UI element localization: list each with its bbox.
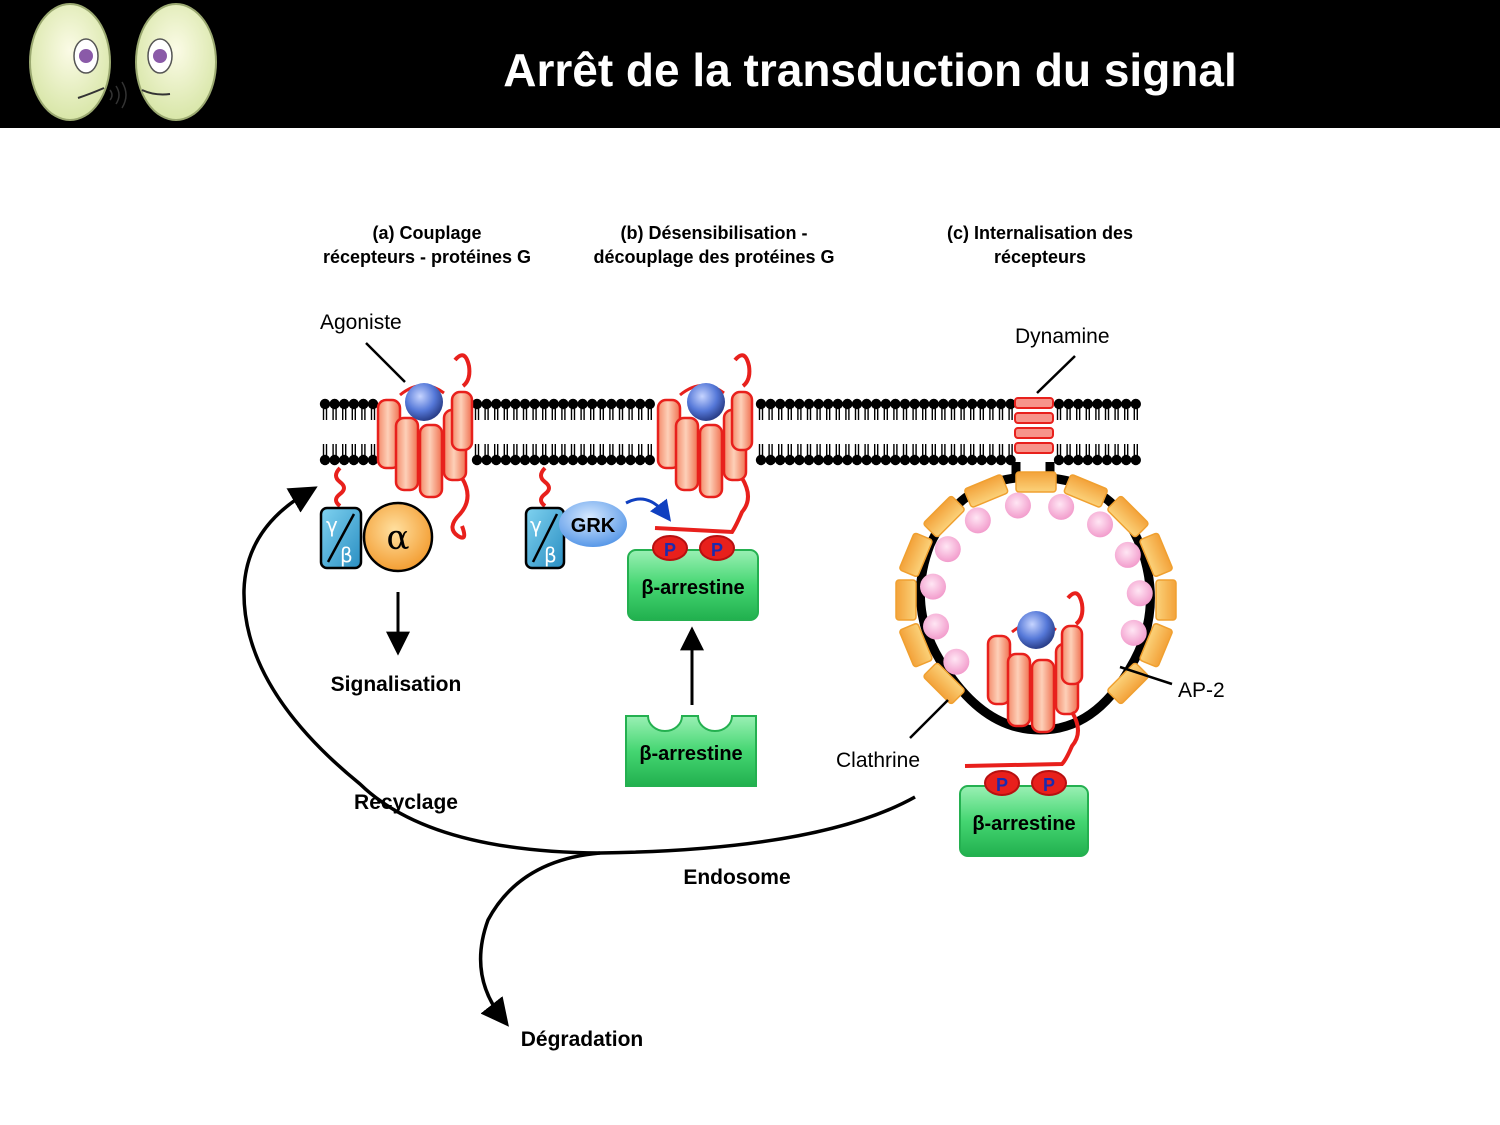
phosphate-1-c — [984, 770, 1020, 796]
page-title: Arrêt de la transduction du signal — [503, 44, 1237, 96]
grk-label: GRK — [571, 515, 616, 537]
clathrin-segment — [964, 474, 1009, 508]
alpha-label: α — [387, 518, 410, 558]
barrestine-label-b-top: β-arrestine — [641, 577, 744, 599]
g-beta-gamma-subunit-b — [524, 466, 566, 570]
header-bar — [0, 0, 1500, 128]
ap2-adaptor — [934, 536, 961, 563]
g-alpha-subunit — [362, 501, 434, 573]
ap2-adaptor — [1087, 511, 1114, 538]
logo-faces-icon — [29, 3, 217, 121]
clathrine-label: Clathrine — [836, 749, 920, 772]
clathrin-segment — [1139, 623, 1173, 668]
panel-b-heading-line1: (b) Désensibilisation - — [620, 223, 807, 243]
clathrin-segment — [1107, 495, 1149, 538]
receptor-b — [654, 353, 754, 535]
receptor-a — [365, 342, 474, 540]
ap2-adaptor — [920, 573, 947, 600]
ap2-adaptor — [1004, 492, 1031, 519]
beta-label-b: β — [544, 543, 557, 567]
ap2-adaptor — [923, 613, 950, 640]
phosphate-1-b — [652, 535, 688, 561]
arrestin-bound-b — [627, 549, 759, 621]
clathrine-pointer — [909, 699, 949, 739]
panel-c-heading-line2: récepteurs — [994, 247, 1086, 267]
clathrin-segment — [1063, 474, 1108, 508]
gamma-label-a: γ — [326, 513, 338, 537]
ap2-adaptor — [943, 648, 970, 675]
phosphate-2-b — [699, 535, 735, 561]
p-label-b2: P — [711, 540, 723, 560]
ap2-adaptor — [1114, 541, 1141, 568]
ap2-adaptor — [1048, 493, 1075, 520]
gamma-label-b: γ — [530, 513, 542, 537]
beta-label-a: β — [340, 543, 353, 567]
clathrin-segment — [899, 623, 933, 668]
dynamine-pointer — [1036, 355, 1076, 394]
clathrin-segment — [1139, 532, 1173, 577]
arrestin-free — [625, 715, 757, 787]
agoniste-label: Agoniste — [320, 311, 402, 334]
phosphate-2-c — [1031, 770, 1067, 796]
dynamine-label: Dynamine — [1015, 325, 1110, 348]
receptor-c — [964, 591, 1085, 768]
phosphorylation-arrow — [625, 497, 672, 522]
clathrin-segment — [1155, 579, 1177, 621]
agonist-molecule — [405, 383, 443, 421]
ap2-adaptor — [964, 507, 991, 534]
clathrin-segment — [899, 532, 933, 577]
degradation-arrow — [478, 851, 601, 1027]
p-label-c2: P — [1043, 775, 1055, 795]
recycling-arrow — [242, 486, 916, 855]
endosome-label: Endosome — [683, 866, 790, 889]
degradation-label: Dégradation — [521, 1028, 644, 1051]
ap2-adaptor — [1126, 580, 1153, 607]
signalisation-label: Signalisation — [331, 673, 462, 696]
p-label-b1: P — [664, 540, 676, 560]
panel-a-heading-line1: (a) Couplage — [372, 223, 481, 243]
ap2-label: AP-2 — [1178, 679, 1225, 702]
clathrin-segment — [1015, 471, 1057, 493]
grk-kinase — [559, 501, 627, 547]
p-label-c1: P — [996, 775, 1008, 795]
arrestin-bound-c — [959, 785, 1089, 857]
clathrin-segment — [923, 495, 965, 538]
panel-b-heading-line2: découplage des protéines G — [593, 247, 834, 267]
g-protein-complex — [319, 466, 434, 573]
ap2-adaptors — [920, 492, 1153, 675]
panel-a-heading-line2: récepteurs - protéines G — [323, 247, 531, 267]
panel-c-heading-line1: (c) Internalisation des — [947, 223, 1133, 243]
recyclage-label: Recyclage — [354, 791, 458, 814]
ap2-pointer — [1119, 665, 1173, 686]
clathrin-segment — [895, 579, 917, 621]
lipid-bilayer-membrane — [319, 398, 1142, 466]
barrestine-label-c: β-arrestine — [972, 813, 1075, 835]
dynamin-ring — [1014, 397, 1054, 454]
clathrin-coat — [895, 471, 1177, 705]
barrestine-label-b-bottom: β-arrestine — [639, 743, 742, 765]
ap2-adaptor — [1120, 619, 1147, 646]
clathrin-segment — [923, 662, 965, 705]
